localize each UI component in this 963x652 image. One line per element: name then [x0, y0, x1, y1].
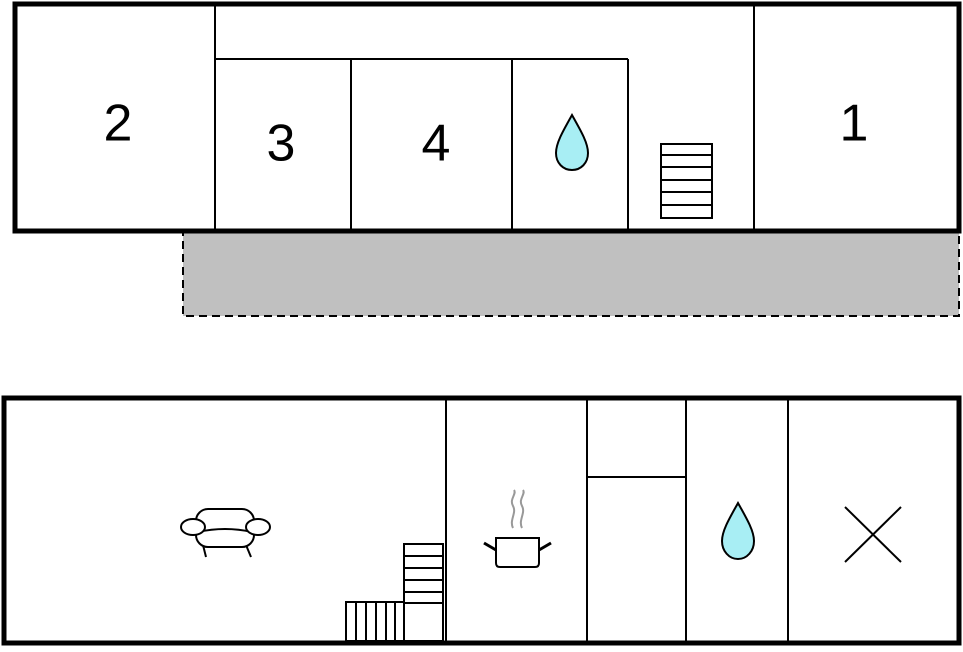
room-label-2: 2	[104, 95, 133, 153]
upper-floor: 2 3 4 1	[12, 1, 962, 317]
ground-floor-outer-wall	[1, 395, 962, 646]
cross-icon	[844, 506, 902, 563]
upper-floor-outer-wall	[12, 1, 962, 234]
room-label-4: 4	[422, 115, 451, 173]
ground-floor	[1, 395, 962, 646]
stairs-icon	[345, 543, 444, 642]
sofa-icon	[180, 508, 271, 558]
water-drop-icon	[554, 112, 590, 172]
water-drop-icon	[720, 500, 756, 561]
stairs-icon	[660, 143, 713, 219]
room-label-1: 1	[840, 95, 869, 153]
room-label-3: 3	[267, 115, 296, 173]
terrace-area	[182, 231, 960, 317]
cooking-pot-icon	[483, 489, 552, 568]
